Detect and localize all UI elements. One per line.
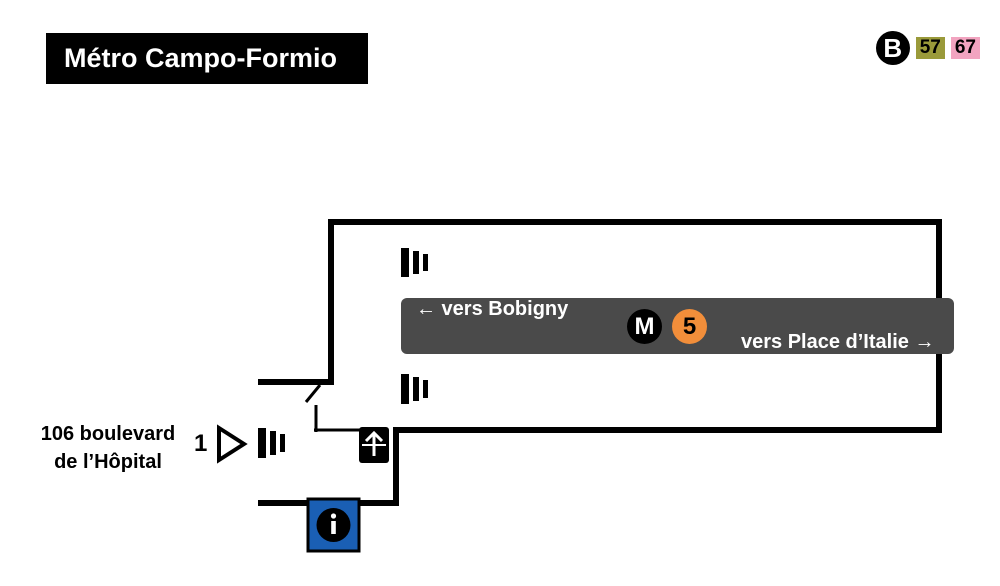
direction-bobigny: ← vers Bobigny — [416, 298, 569, 320]
gate-barrier — [304, 384, 322, 403]
rer-badge: B — [875, 31, 910, 65]
address-line-2: de l’Hôpital — [54, 451, 162, 473]
information-icon — [306, 497, 361, 553]
stairs-icon — [401, 248, 428, 277]
metro-icon: M — [627, 309, 662, 344]
station-title: Métro Campo-Formio — [46, 33, 368, 84]
stairs-icon — [258, 428, 285, 458]
exit-arrow-icon — [217, 424, 248, 464]
address-line-1: 106 boulevard — [40, 423, 176, 445]
exit-number: 1 — [194, 430, 208, 457]
escalator-up-icon — [359, 427, 389, 463]
connections: B 57 67 — [875, 31, 980, 65]
bus-badge-67: 67 — [950, 37, 980, 59]
stairs-icon — [401, 374, 428, 404]
exit-address: 106 boulevard de l’Hôpital — [18, 420, 198, 476]
line-5-badge: 5 — [672, 309, 707, 344]
direction-place-d-italie: vers Place d’Italie → — [741, 331, 935, 353]
bus-badge-57: 57 — [915, 37, 945, 59]
